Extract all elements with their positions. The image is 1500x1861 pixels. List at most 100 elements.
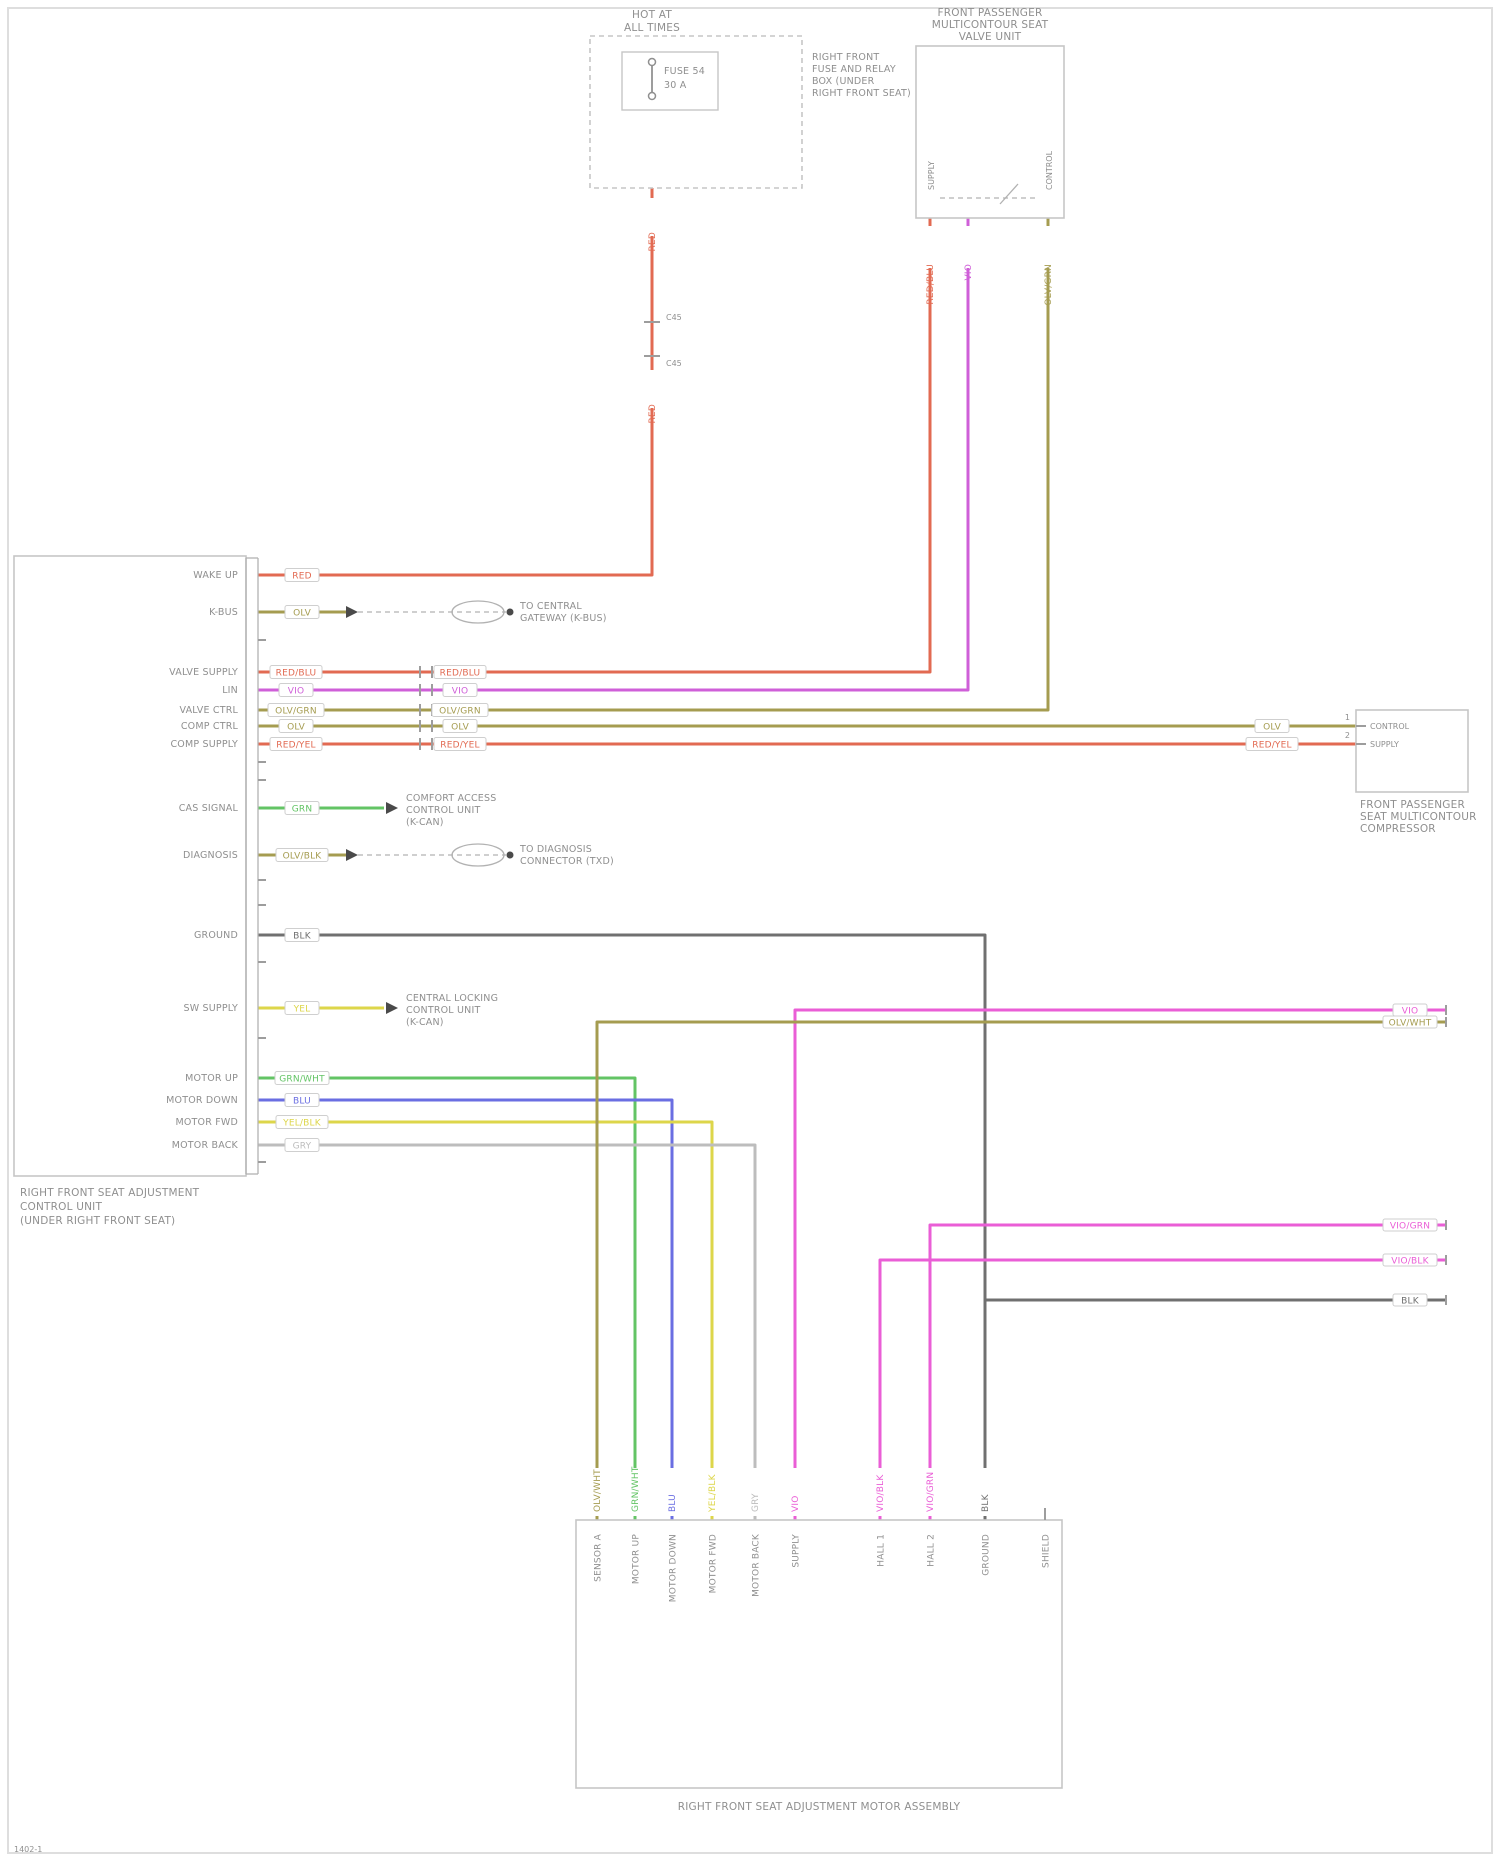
wire-valve-ctrl (258, 200, 1050, 712)
compressor-box (1355, 709, 1469, 793)
wire-label: VIO/BLK (1391, 1257, 1429, 1267)
motor-pin-name: SENSOR A (594, 1533, 604, 1581)
pin-label-valve-ctrl: VALVE CTRL (180, 705, 239, 716)
pin-label-ground: GROUND (194, 930, 238, 941)
wire-battery-feed (258, 96, 654, 577)
wire-label: VIO (288, 687, 305, 697)
pin-label-sw-supply: SW SUPPLY (183, 1003, 238, 1014)
inline-connector-c2 (419, 666, 433, 750)
valve-unit-pin-internal-left: SUPPLY (927, 161, 936, 190)
fuse-sub-box (621, 51, 719, 111)
wire-seat-supply (793, 1008, 1446, 1520)
motor-assembly: OLV/WHT GRN/WHT BLU YEL/BLK GRY VIO VIO/… (575, 1466, 1063, 1813)
wire-label: VIO (1402, 1007, 1419, 1017)
valve-unit-switch-slash (999, 183, 1019, 205)
wires (258, 96, 1446, 1520)
ref-diag-line2: CONNECTOR (TXD) (520, 856, 614, 867)
pin-label-kbus: K-BUS (209, 607, 238, 618)
control-unit-title-line1: RIGHT FRONT SEAT ADJUSTMENT (20, 1187, 200, 1199)
compressor: 1 2 CONTROL SUPPLY FRONT PASSENGER SEAT … (1345, 709, 1477, 835)
ref-diag-line1: TO DIAGNOSIS (519, 844, 592, 855)
ref-lock: CENTRAL LOCKING CONTROL UNIT (K-CAN) (386, 993, 498, 1028)
motor-wire-color-label: GRY (751, 1493, 761, 1512)
motor-pin-name: GROUND (982, 1534, 992, 1576)
wire-label: GRN (292, 805, 313, 815)
wire-motor-fwd (258, 1120, 714, 1520)
valve-unit-title-line2: MULTICONTOUR SEAT (932, 19, 1049, 31)
motor-pin-name: MOTOR UP (632, 1534, 642, 1585)
fuse-location-line2: FUSE AND RELAY (812, 64, 896, 75)
control-unit-connector-strip (245, 557, 266, 1175)
motor-wire-color-label: VIO/BLK (876, 1474, 886, 1512)
wire-label: OLV/GRN (275, 707, 317, 717)
wire-hall2 (928, 1223, 1446, 1520)
wire-label: OLV/WHT (1389, 1019, 1432, 1029)
pin-label-motor-down: MOTOR DOWN (166, 1095, 238, 1106)
wire-label: BLK (1401, 1297, 1420, 1307)
motor-wire-color-label: BLK (981, 1493, 991, 1512)
wire-motor-back (258, 1143, 757, 1520)
motor-pin-name: MOTOR DOWN (669, 1534, 679, 1602)
valve-unit: FRONT PASSENGER MULTICONTOUR SEAT VALVE … (915, 7, 1065, 306)
motor-assembly-title: RIGHT FRONT SEAT ADJUSTMENT MOTOR ASSEMB… (678, 1801, 961, 1813)
inline-connector-feed (644, 321, 660, 357)
motor-wire-color-label: OLV/WHT (593, 1469, 603, 1512)
wire-label: RED/YEL (276, 741, 316, 751)
wire-label: YEL/BLK (282, 1119, 322, 1129)
wire-label: RED/YEL (1252, 741, 1292, 751)
hot-label-line2: ALL TIMES (624, 22, 680, 34)
hot-label-line1: HOT AT (632, 9, 672, 21)
compressor-title-line3: COMPRESSOR (1360, 823, 1436, 835)
ref-kbus-line2: GATEWAY (K-BUS) (520, 613, 607, 624)
compressor-pin1-label: CONTROL (1370, 722, 1410, 731)
pin-label-comp-supply: COMP SUPPLY (170, 739, 238, 750)
wire-label: YEL (293, 1005, 311, 1015)
wire-label: RED (292, 572, 311, 582)
wire-label: OLV (451, 723, 470, 733)
feed-connector-id-top: C45 (666, 313, 682, 322)
valve-wire1-color-label: RED/BLU (926, 264, 936, 305)
fuse-box-outline (589, 35, 803, 189)
fuse-box-area: HOT AT ALL TIMES FUSE 54 30 A RIGHT FRON… (589, 9, 911, 423)
wire-label: GRN/WHT (279, 1075, 325, 1085)
fuse-name: FUSE 54 (664, 66, 705, 77)
compressor-pin1-number: 1 (1345, 713, 1350, 722)
feed-connector-id-bottom: C45 (666, 359, 682, 368)
ref-cas-line2: CONTROL UNIT (406, 805, 480, 816)
pin-label-valve-supply: VALVE SUPPLY (169, 667, 238, 678)
fuse-location-line1: RIGHT FRONT (812, 52, 879, 63)
motor-pin-name: MOTOR FWD (709, 1534, 719, 1593)
wire-sensor-a (595, 1020, 1446, 1520)
valve-unit-title-line3: VALVE UNIT (959, 31, 1022, 43)
motor-pin-name: HALL 1 (877, 1534, 887, 1567)
motor-pin-name: HALL 2 (927, 1534, 937, 1567)
compressor-pin2-label: SUPPLY (1370, 740, 1399, 749)
wire-valve-supply (258, 200, 932, 674)
motor-wire-color-label: VIO/GRN (926, 1472, 936, 1512)
wire-label: OLV/GRN (439, 707, 481, 717)
pin-label-lin: LIN (222, 685, 238, 696)
ref-lock-line2: CONTROL UNIT (406, 1005, 480, 1016)
wire-label: VIO/GRN (1390, 1222, 1430, 1232)
wire-label: BLK (293, 932, 312, 942)
valve-unit-title-line1: FRONT PASSENGER (938, 7, 1043, 19)
feed-wire-color-label-2: RED (648, 404, 658, 423)
ref-lock-line1: CENTRAL LOCKING (406, 993, 498, 1004)
wire-label: VIO (452, 687, 469, 697)
motor-pin-name: MOTOR BACK (752, 1533, 762, 1597)
valve-unit-box (915, 45, 1065, 219)
valve-wire2-color-label: VIO (964, 264, 974, 281)
motor-pin-name: SHIELD (1042, 1534, 1052, 1568)
wire-label: RED/BLU (440, 669, 481, 679)
motor-wire-color-label: YEL/BLK (708, 1473, 718, 1513)
ref-cas-line3: (K-CAN) (406, 817, 444, 828)
motor-wire-color-label: BLU (668, 1494, 678, 1512)
wire-label: RED/BLU (276, 669, 317, 679)
wire-label: GRY (293, 1142, 312, 1152)
wire-motor-down (258, 1098, 674, 1520)
wire-label: OLV (293, 609, 312, 619)
pin-label-motor-up: MOTOR UP (185, 1073, 238, 1084)
compressor-title-line2: SEAT MULTICONTOUR (1360, 811, 1477, 823)
ref-lock-line3: (K-CAN) (406, 1017, 444, 1028)
